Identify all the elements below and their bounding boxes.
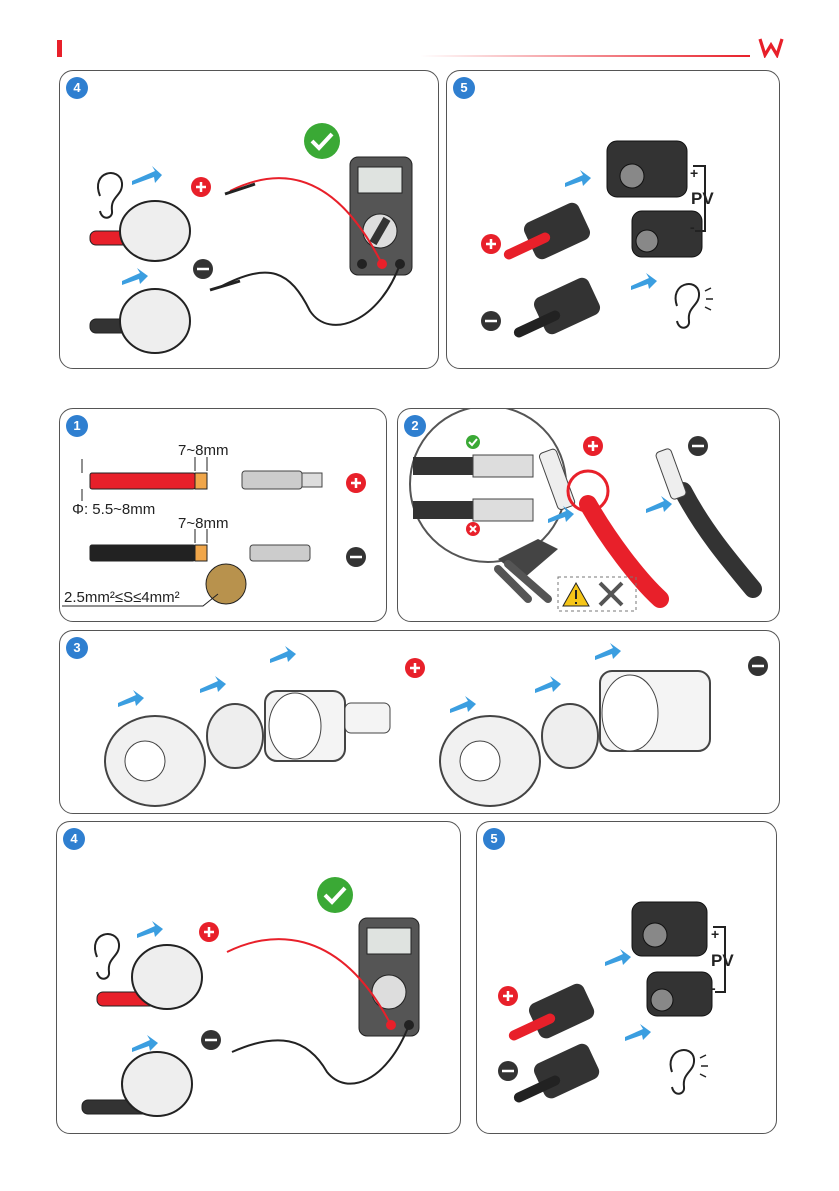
step-number: 5 xyxy=(483,828,505,850)
step-number: 1 xyxy=(66,415,88,437)
step-number: 5 xyxy=(453,77,475,99)
panel-step-4-bottom: 4 xyxy=(56,821,461,1134)
assembly-positive xyxy=(105,691,390,806)
pv-plus-label: + xyxy=(690,165,698,181)
warning-icon xyxy=(563,583,589,606)
panel-step-2: 2 xyxy=(397,408,780,622)
ear-icon xyxy=(98,173,122,218)
step-number: 2 xyxy=(404,415,426,437)
assembly-negative xyxy=(440,671,710,806)
panel-step-5-bottom: PV + - 5 xyxy=(476,821,777,1134)
negative-icon xyxy=(201,1030,221,1050)
multimeter-icon xyxy=(350,157,412,275)
header-rule xyxy=(420,55,750,57)
negative-icon xyxy=(481,311,501,331)
multimeter-icon xyxy=(359,918,419,1036)
diameter-label: Φ: 5.5~8mm xyxy=(72,501,155,518)
strip-length-label: 7~8mm xyxy=(178,515,228,532)
negative-icon xyxy=(688,436,708,456)
negative-icon xyxy=(748,656,768,676)
cross-section-label: 2.5mm²≤S≤4mm² xyxy=(64,589,180,606)
ear-icon xyxy=(676,284,713,328)
positive-icon xyxy=(583,436,603,456)
panel-step-1: 7~8mm Φ: 5.5~8mm 7~8mm 2.5mm²≤S≤4mm² 1 xyxy=(59,408,387,622)
error-icon xyxy=(466,522,480,536)
check-icon xyxy=(466,435,480,449)
negative-icon xyxy=(193,259,213,279)
pv-minus-label: - xyxy=(711,980,716,996)
ear-icon xyxy=(95,934,119,979)
step-number: 4 xyxy=(66,77,88,99)
panel-step-5-top: PV + - 5 xyxy=(446,70,780,369)
header-accent xyxy=(57,40,62,57)
contact-pin-male xyxy=(242,471,322,489)
contact-pin-female xyxy=(250,545,310,561)
positive-icon xyxy=(191,177,211,197)
strip-length-label: 7~8mm xyxy=(178,442,228,459)
pv-label: PV xyxy=(711,951,734,971)
step-number: 4 xyxy=(63,828,85,850)
negative-icon xyxy=(346,547,366,567)
connector-female-negative xyxy=(647,972,712,1016)
positive-icon xyxy=(346,473,366,493)
ear-icon xyxy=(671,1050,708,1094)
tools-icon xyxy=(600,583,622,605)
connector-female-positive xyxy=(607,141,687,197)
positive-icon xyxy=(405,658,425,678)
pv-minus-label: - xyxy=(690,219,695,235)
pv-label: PV xyxy=(691,189,714,209)
positive-icon xyxy=(481,234,501,254)
check-icon xyxy=(304,123,340,159)
panel-step-4-top: 4 xyxy=(59,70,439,369)
pv-plus-label: + xyxy=(711,926,719,942)
positive-icon xyxy=(498,986,518,1006)
panel-step-3: 3 xyxy=(59,630,780,814)
positive-icon xyxy=(199,922,219,942)
brand-logo-icon xyxy=(758,36,784,58)
step-number: 3 xyxy=(66,637,88,659)
check-icon xyxy=(317,877,353,913)
connector-female-positive xyxy=(632,902,707,956)
negative-icon xyxy=(498,1061,518,1081)
